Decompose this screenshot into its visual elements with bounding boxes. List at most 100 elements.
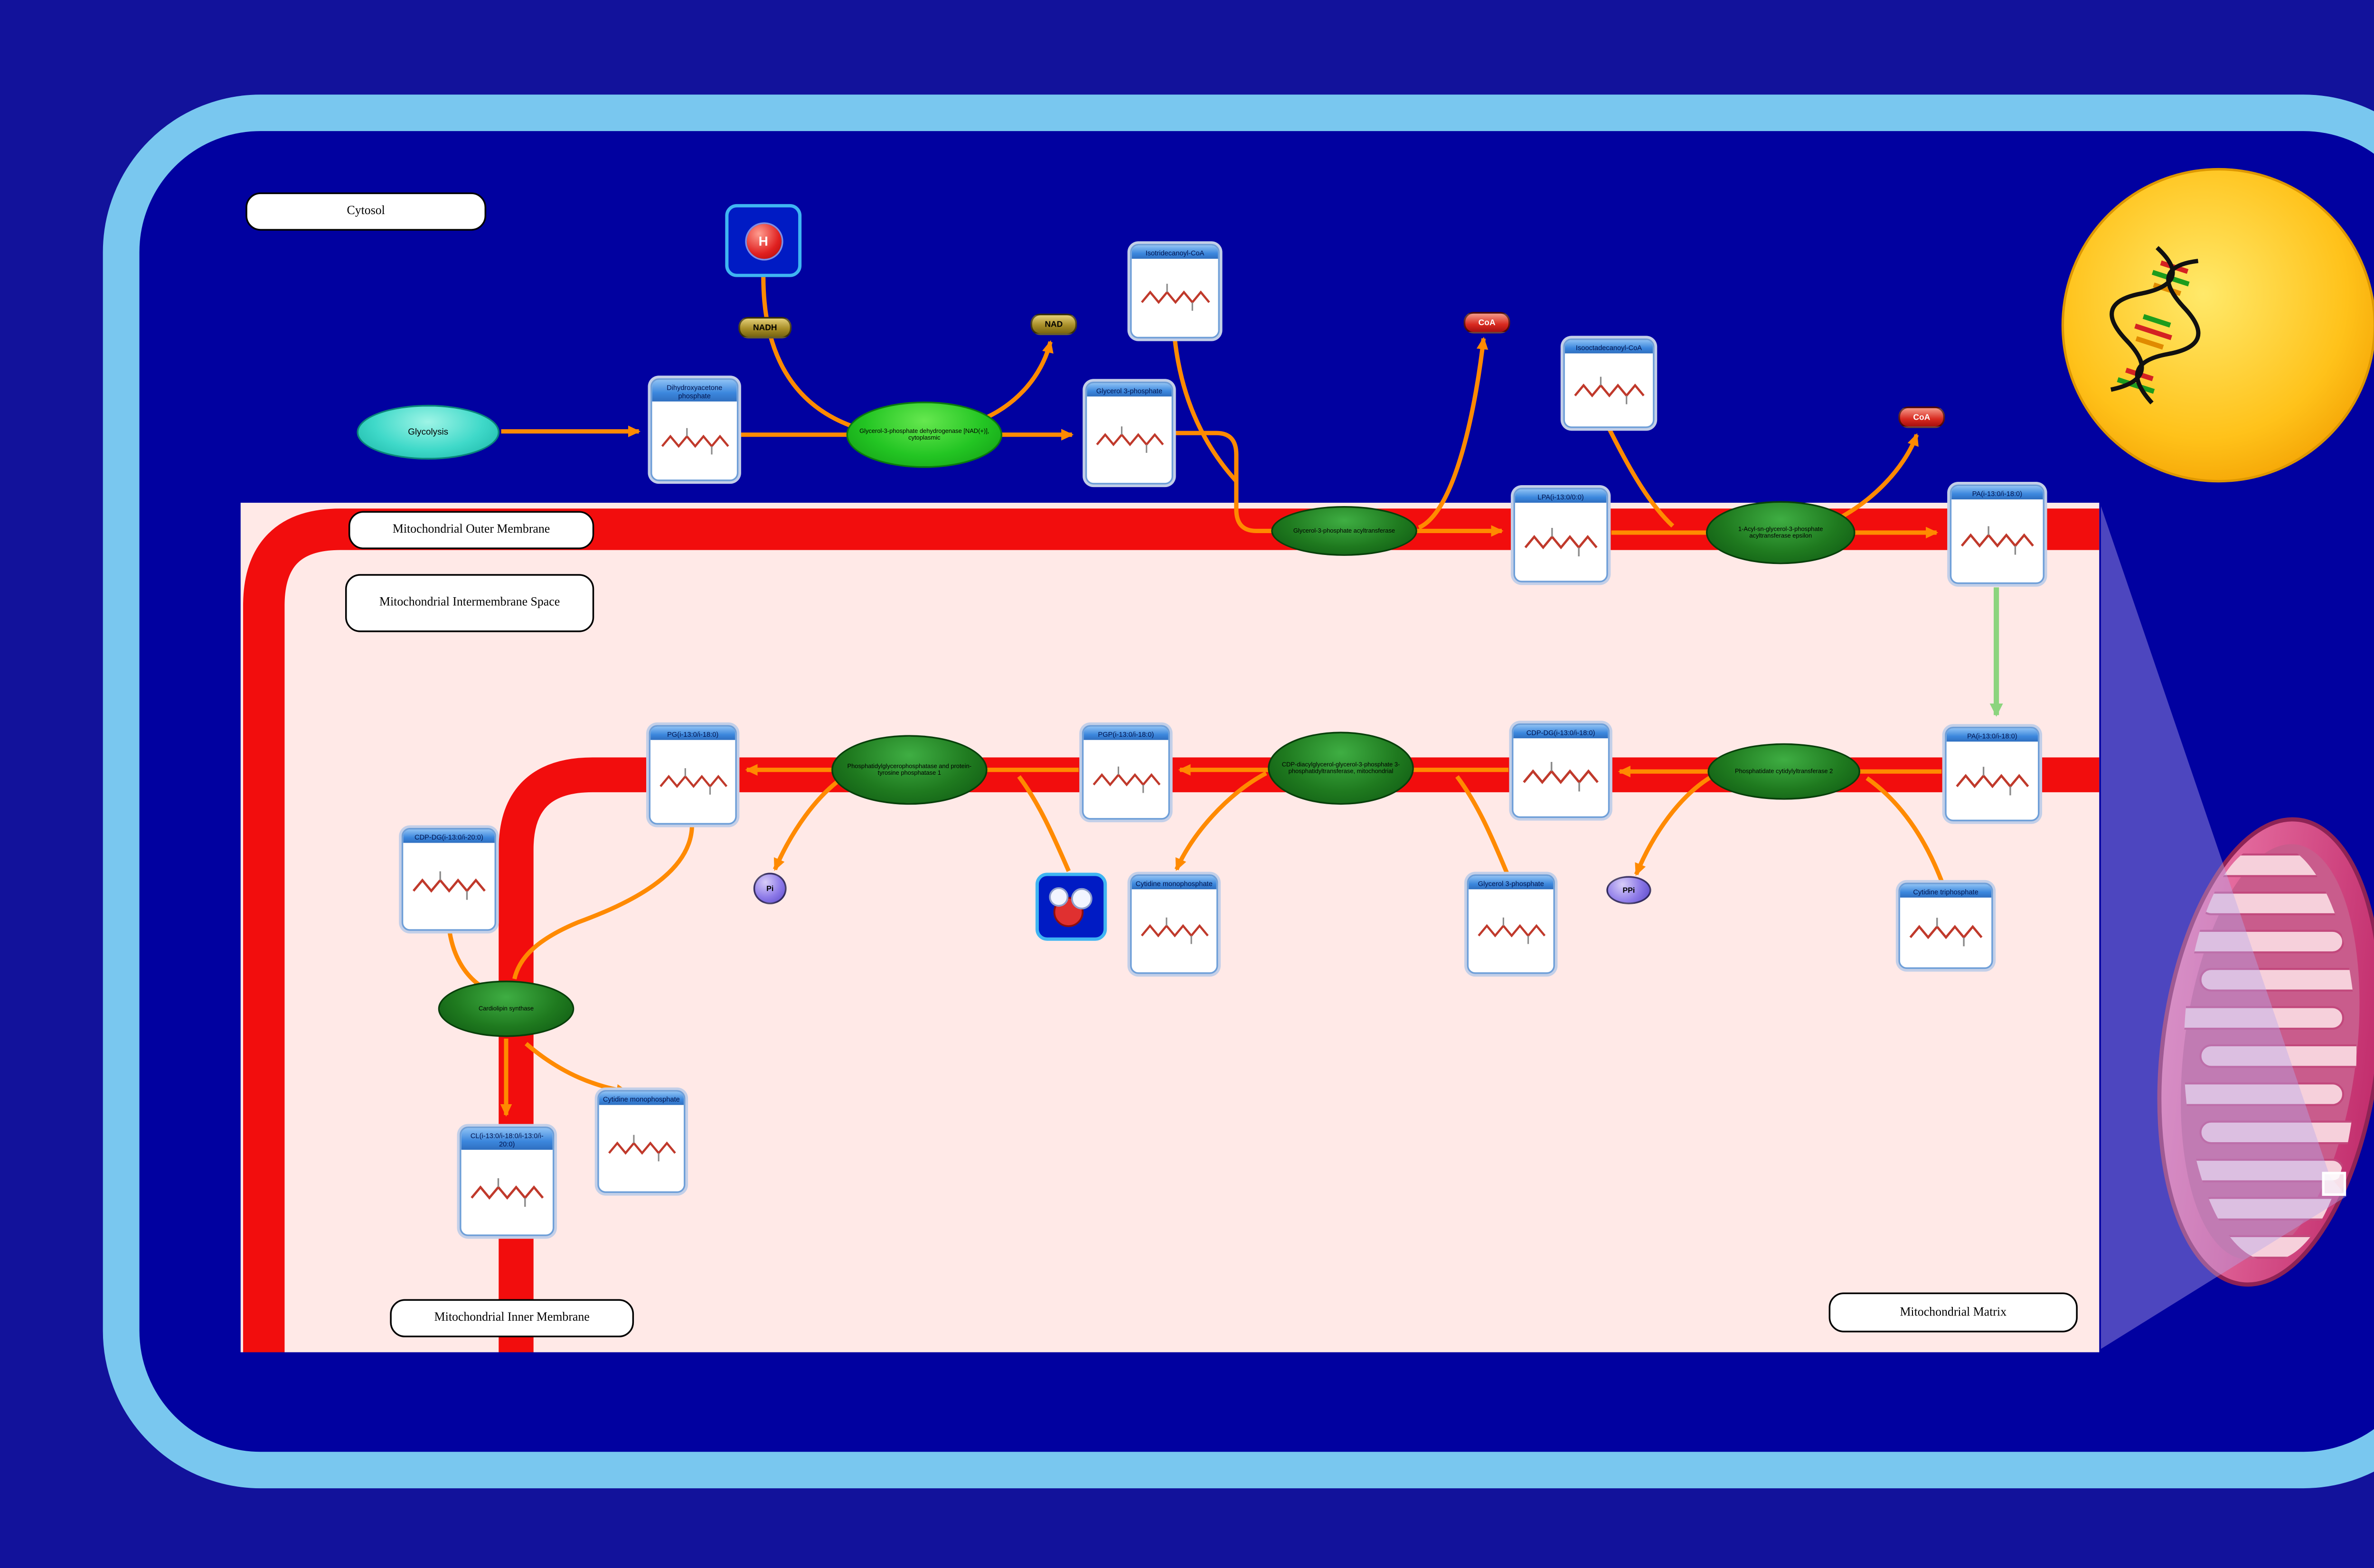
arrow-cmp-out: [1174, 771, 1267, 871]
mitochondrion-illustration: [2157, 817, 2374, 1287]
enzyme-label: Phosphatidate cytidylyltransferase 2: [1735, 768, 1833, 775]
water-node[interactable]: [1035, 873, 1107, 941]
compartment-label-cytosol: Cytosol: [245, 192, 487, 231]
cofactor-label: PPi: [1622, 886, 1635, 894]
outer-membrane-label: Mitochondrial Outer Membrane: [392, 521, 550, 536]
chemical-structure: [1087, 396, 1172, 483]
chemical-structure: [461, 1150, 553, 1235]
metabolite-label: PG(i-13:0/i-18:0): [650, 726, 735, 740]
cofactor-label: NADH: [753, 322, 777, 333]
chemical-structure: [1564, 353, 1653, 427]
chemical-structure: [1515, 503, 1607, 581]
arrow-proton-nadh-in: [761, 277, 864, 432]
arrow-water-in: [1017, 775, 1071, 872]
metabolite-lpa[interactable]: LPA(i-13:0/0:0): [1513, 488, 1608, 582]
pathway-node-glycolysis[interactable]: Glycolysis: [357, 404, 500, 460]
metabolite-label: CDP-DG(i-13:0/i-20:0): [403, 829, 495, 843]
zoom-target-square: [2322, 1172, 2346, 1196]
metabolite-cardiolipin[interactable]: CL(i-13:0/i-18:0/i-13:0/i-20:0): [460, 1127, 555, 1236]
metabolite-ctp[interactable]: Cytidine triphosphate: [1898, 883, 1993, 969]
enzyme-g3p-acyltransferase[interactable]: Glycerol-3-phosphate acyltransferase: [1271, 506, 1417, 556]
metabolite-label: PGP(i-13:0/i-18:0): [1083, 726, 1168, 740]
zoom-beam: [2101, 506, 2347, 1349]
metabolite-isooctadecanoyl-coa[interactable]: Isooctadecanoyl-CoA: [1563, 338, 1655, 428]
metabolite-pgp[interactable]: PGP(i-13:0/i-18:0): [1082, 725, 1170, 820]
enzyme-label: Phosphatidylglycerophosphatase and prote…: [847, 762, 972, 777]
metabolite-glycerol-3-phosphate-cytosol[interactable]: Glycerol 3-phosphate: [1085, 381, 1174, 485]
chemical-structure: [1946, 742, 2038, 820]
metabolite-label: Dihydroxyacetone phosphate: [652, 380, 737, 402]
chemical-structure: [1131, 259, 1218, 337]
water-icon: [1048, 886, 1092, 927]
metabolite-label: Cytidine triphosphate: [1900, 884, 1992, 898]
arrow-ctp-in: [1865, 776, 1944, 882]
chemical-structure: [1469, 889, 1554, 973]
arrow-coa1-out: [1418, 337, 1488, 530]
intermembrane-space-label: Mitochondrial Intermembrane Space: [379, 594, 560, 610]
metabolite-label: Glycerol 3-phosphate: [1469, 876, 1554, 890]
chemical-structure: [1513, 738, 1608, 817]
glycolysis-label: Glycolysis: [408, 427, 449, 437]
metabolite-cmp-matrix[interactable]: Cytidine monophosphate: [1130, 874, 1218, 974]
enzyme-label: 1-Acyl-sn-glycerol-3-phosphate acyltrans…: [1738, 526, 1823, 539]
arrow-g3p-to-lpa: [1173, 431, 1504, 537]
compartment-label-intermembrane-space: Mitochondrial Intermembrane Space: [345, 574, 594, 632]
chemical-structure: [650, 740, 735, 823]
metabolite-label: Isooctadecanoyl-CoA: [1564, 340, 1653, 354]
cofactor-ppi[interactable]: PPi: [1606, 876, 1651, 904]
proton-icon: H: [746, 223, 781, 258]
arrow-isooctadecanoyl-in: [1608, 429, 1675, 528]
proton-node[interactable]: H: [725, 204, 802, 277]
metabolite-isotridecanoyl-coa[interactable]: Isotridecanoyl-CoA: [1130, 244, 1220, 339]
cofactor-coa-2[interactable]: CoA: [1898, 406, 1945, 428]
inner-membrane-band: [499, 757, 2100, 1352]
enzyme-pgp-synthase[interactable]: CDP-diacylglycerol-glycerol-3-phosphate …: [1268, 732, 1414, 805]
metabolite-label: Cytidine monophosphate: [1131, 876, 1216, 890]
nucleus: [2061, 168, 2374, 483]
cofactor-nad[interactable]: NAD: [1030, 313, 1077, 336]
enzyme-g3p-dehydrogenase[interactable]: Glycerol-3-phosphate dehydrogenase [NAD(…: [846, 401, 1003, 468]
cofactor-label: NAD: [1045, 319, 1063, 329]
metabolite-label: LPA(i-13:0/0:0): [1515, 489, 1607, 503]
metabolite-label: CDP-DG(i-13:0/i-18:0): [1513, 725, 1608, 739]
compartment-label-inner-membrane: Mitochondrial Inner Membrane: [390, 1299, 634, 1338]
matrix-label: Mitochondrial Matrix: [1900, 1304, 2007, 1319]
cofactor-coa-1[interactable]: CoA: [1463, 312, 1510, 334]
metabolite-glycerol-3-phosphate-matrix[interactable]: Glycerol 3-phosphate: [1467, 874, 1555, 974]
arrow-isotridecanoyl-in: [1173, 339, 1238, 483]
chemical-structure: [1083, 740, 1168, 818]
cytosol-label: Cytosol: [347, 203, 385, 218]
chemical-structure: [1900, 897, 1992, 967]
metabolite-label: Glycerol 3-phosphate: [1087, 383, 1172, 397]
chemical-structure: [1131, 889, 1216, 973]
metabolite-dhap[interactable]: Dihydroxyacetone phosphate: [650, 378, 739, 481]
cofactor-pi[interactable]: Pi: [753, 873, 787, 904]
enzyme-label: Glycerol-3-phosphate dehydrogenase [NAD(…: [859, 427, 989, 441]
metabolite-label: Isotridecanoyl-CoA: [1131, 245, 1218, 259]
cofactor-label: Pi: [766, 884, 774, 893]
metabolite-pa-outer[interactable]: PA(i-13:0/i-18:0): [1950, 484, 2044, 584]
metabolite-label: Cytidine monophosphate: [599, 1091, 684, 1105]
enzyme-label: Cardiolipin synthase: [478, 1005, 534, 1012]
cofactor-label: CoA: [1913, 412, 1931, 423]
metabolite-cmp-bottom[interactable]: Cytidine monophosphate: [597, 1090, 686, 1193]
enzyme-phosphatidate-cytidylyltransferase[interactable]: Phosphatidate cytidylyltransferase 2: [1707, 743, 1861, 800]
enzyme-pgp-phosphatase[interactable]: Phosphatidylglycerophosphatase and prote…: [831, 735, 988, 805]
metabolite-pg[interactable]: PG(i-13:0/i-18:0): [649, 725, 737, 825]
enzyme-label: Glycerol-3-phosphate acyltransferase: [1293, 527, 1395, 534]
enzyme-cardiolipin-synthase[interactable]: Cardiolipin synthase: [438, 980, 575, 1037]
enzyme-label: CDP-diacylglycerol-glycerol-3-phosphate …: [1281, 761, 1400, 775]
outer-membrane-band: [243, 508, 2100, 1352]
arrow-ppi-out: [1634, 771, 1719, 876]
metabolite-pa-matrix[interactable]: PA(i-13:0/i-18:0): [1945, 726, 2040, 822]
metabolite-label: CL(i-13:0/i-18:0/i-13:0/i-20:0): [461, 1128, 553, 1150]
metabolite-cdp-dg-18[interactable]: CDP-DG(i-13:0/i-18:0): [1512, 723, 1610, 818]
chemical-structure: [652, 402, 737, 480]
proton-label: H: [758, 233, 768, 248]
compartment-label-outer-membrane: Mitochondrial Outer Membrane: [348, 511, 594, 549]
cofactor-nadh[interactable]: NADH: [738, 317, 792, 339]
metabolite-cdp-dg-20[interactable]: CDP-DG(i-13:0/i-20:0): [401, 828, 497, 931]
enzyme-agpat-epsilon[interactable]: 1-Acyl-sn-glycerol-3-phosphate acyltrans…: [1705, 501, 1856, 564]
reaction-arrows: [447, 277, 1944, 1117]
